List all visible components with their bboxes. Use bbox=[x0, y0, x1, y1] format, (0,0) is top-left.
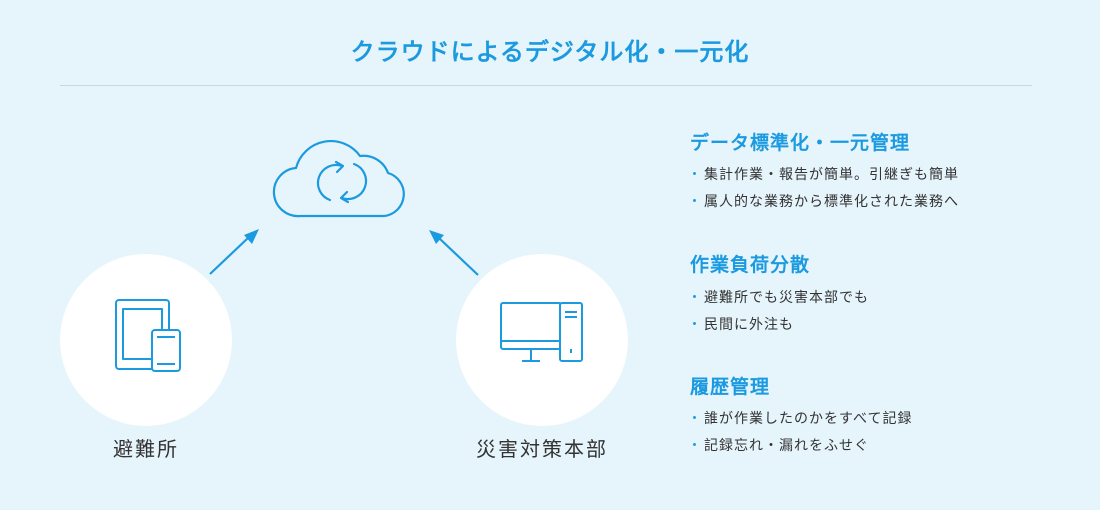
list-item: ・記録忘れ・漏れをふせぐ bbox=[686, 433, 912, 460]
list-item: ・誰が作業したのかをすべて記録 bbox=[686, 406, 912, 433]
list-item: ・民間に外注も bbox=[686, 312, 869, 339]
list-item: ・属人的な業務から標準化された業務へ bbox=[686, 189, 959, 216]
bullet-icon: ・ bbox=[687, 411, 703, 427]
bullet-icon: ・ bbox=[687, 194, 703, 210]
bullet-icon: ・ bbox=[687, 167, 703, 183]
cloud-sync-icon bbox=[272, 140, 405, 218]
arrow-from-hq bbox=[429, 230, 479, 276]
bullet-icon: ・ bbox=[687, 290, 703, 306]
desktop-computer-icon bbox=[500, 302, 583, 362]
bullet-icon: ・ bbox=[687, 317, 703, 333]
page-title: クラウドによるデジタル化・一元化 bbox=[350, 38, 750, 66]
arrow-from-shelter bbox=[209, 229, 259, 275]
feature-title-standardization: データ標準化・一元管理 bbox=[690, 132, 911, 154]
feature-list-history: ・誰が作業したのかをすべて記録 ・記録忘れ・漏れをふせぐ bbox=[686, 406, 912, 460]
title-divider bbox=[60, 85, 1032, 86]
shelter-node-circle bbox=[60, 254, 232, 426]
bullet-icon: ・ bbox=[687, 438, 703, 454]
feature-list-load-distribution: ・避難所でも災害本部でも ・民間に外注も bbox=[686, 285, 869, 339]
tablet-smartphone-icon bbox=[115, 299, 181, 372]
hq-node-circle bbox=[456, 254, 628, 426]
list-item: ・集計作業・報告が簡単。引継ぎも簡単 bbox=[686, 162, 959, 189]
feature-list-standardization: ・集計作業・報告が簡単。引継ぎも簡単 ・属人的な業務から標準化された業務へ bbox=[686, 162, 959, 216]
hq-label: 災害対策本部 bbox=[476, 437, 608, 461]
feature-title-load-distribution: 作業負荷分散 bbox=[690, 254, 811, 276]
list-item: ・避難所でも災害本部でも bbox=[686, 285, 869, 312]
shelter-label: 避難所 bbox=[113, 437, 179, 461]
feature-title-history: 履歴管理 bbox=[690, 376, 771, 398]
